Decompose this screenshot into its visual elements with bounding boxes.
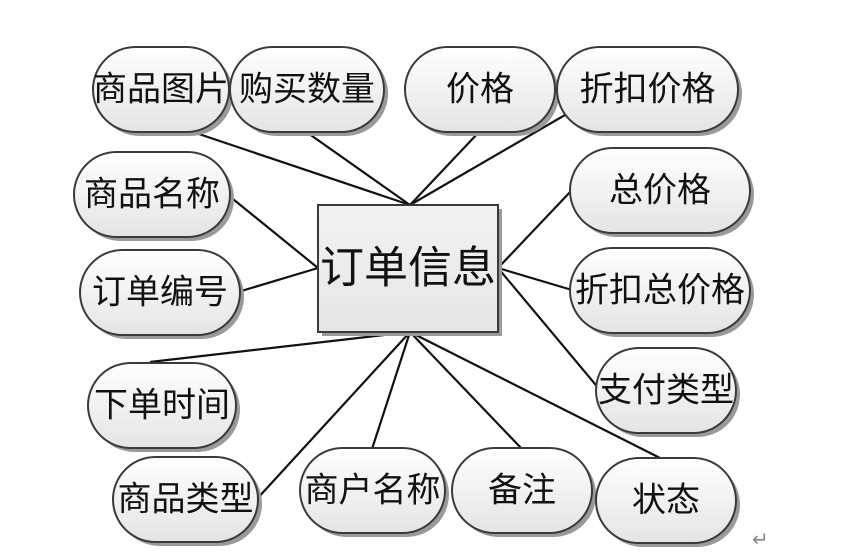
attribute-node-box xyxy=(595,457,737,544)
attribute-node-box xyxy=(556,46,739,133)
connector-status xyxy=(409,331,661,459)
connector-discount-total-price xyxy=(497,266,573,292)
attribute-node-label: 折扣总价格 xyxy=(575,271,745,311)
attribute-node-box xyxy=(451,447,593,534)
attribute-node-label: 折扣价格 xyxy=(580,70,716,110)
center-entity-box xyxy=(317,204,499,333)
connector-purchase-quantity xyxy=(304,130,411,206)
connector-product-type xyxy=(255,331,411,501)
attribute-node-label: 订单编号 xyxy=(92,273,228,313)
attribute-node-product-type: 商品类型 xyxy=(112,456,262,546)
connector-product-name xyxy=(227,194,319,269)
attribute-node-box xyxy=(404,46,556,133)
attribute-node-label: 商品类型 xyxy=(118,480,254,520)
attribute-node-label: 支付类型 xyxy=(598,371,734,411)
attribute-node-remark: 备注 xyxy=(451,447,596,537)
attribute-node-label: 状态 xyxy=(632,481,700,521)
connector-order-time xyxy=(149,330,411,364)
connector-order-number xyxy=(237,266,319,294)
attribute-node-box xyxy=(595,347,737,434)
attribute-node-order-time: 下单时间 xyxy=(87,362,240,452)
attribute-node-merchant-name: 商户名称 xyxy=(299,447,449,537)
attribute-node-purchase-quantity: 购买数量 xyxy=(229,46,388,136)
attribute-node-box xyxy=(569,147,751,234)
attribute-node-discount-price: 折扣价格 xyxy=(556,46,742,136)
attribute-node-discount-total-price: 折扣总价格 xyxy=(569,247,754,337)
attribute-node-product-name: 商品名称 xyxy=(73,151,234,241)
attribute-node-box xyxy=(112,456,259,543)
connector-discount-price xyxy=(409,114,566,206)
center-entity-label: 订单信息 xyxy=(320,243,496,294)
attribute-node-label: 下单时间 xyxy=(94,386,230,426)
attribute-node-label: 备注 xyxy=(488,471,556,511)
attribute-node-box xyxy=(569,247,751,334)
attribute-node-product-image: 商品图片 xyxy=(92,46,233,136)
connector-product-image xyxy=(189,129,411,207)
connector-payment-type xyxy=(497,267,601,391)
attribute-node-label: 商品名称 xyxy=(84,175,220,215)
connector-lines xyxy=(149,114,661,501)
attribute-node-label: 商品图片 xyxy=(93,70,229,110)
attribute-node-box xyxy=(299,447,446,534)
attribute-node-box xyxy=(73,151,231,238)
center-entity: 订单信息 xyxy=(317,204,502,336)
connector-price xyxy=(409,130,481,206)
attribute-node-status: 状态 xyxy=(595,457,740,547)
attribute-node-label: 购买数量 xyxy=(239,70,375,110)
attribute-node-label: 商户名称 xyxy=(305,471,441,511)
attribute-node-total-price: 总价格 xyxy=(569,147,754,237)
attribute-node-label: 价格 xyxy=(446,70,514,110)
attribute-node-label: 总价格 xyxy=(609,171,711,211)
attribute-node-price: 价格 xyxy=(404,46,559,136)
attribute-node-box xyxy=(229,46,385,133)
attribute-node-box xyxy=(87,362,237,449)
attribute-node-box xyxy=(79,249,241,336)
paragraph-mark: ↵ xyxy=(752,527,769,551)
attribute-node-order-number: 订单编号 xyxy=(79,249,244,339)
attribute-nodes: 商品图片购买数量 价格 折扣价格商品名称订单编号 总价格折扣总价格支付类型 下单时间商品… xyxy=(73,46,754,547)
connector-remark xyxy=(409,331,523,450)
attribute-node-payment-type: 支付类型 xyxy=(595,347,740,437)
connector-total-price xyxy=(497,189,573,269)
connector-merchant-name xyxy=(370,331,412,450)
